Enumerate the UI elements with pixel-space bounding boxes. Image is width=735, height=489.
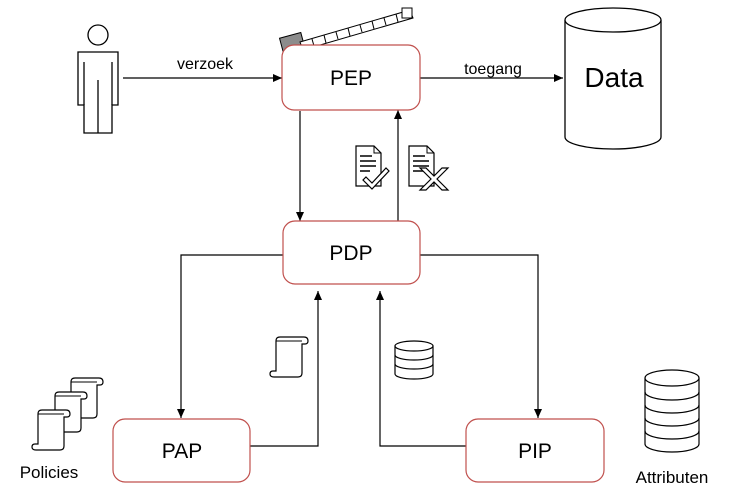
pap-to-pdp-arrow (250, 291, 322, 447)
pdp-box: PDP (282, 220, 421, 285)
user-icon (77, 24, 119, 134)
data-store: Data (564, 7, 662, 150)
policies-caption: Policies (20, 463, 79, 482)
policy-scroll-icon (269, 336, 309, 378)
pip-box: PIP (465, 418, 605, 483)
attribute-store-icon (394, 340, 434, 380)
attributes-database-icon (644, 369, 700, 453)
request-label: verzoek (177, 56, 234, 73)
deny-document-icon (408, 145, 450, 191)
pep-label: PEP (330, 67, 372, 90)
permit-document-icon (355, 145, 390, 190)
pdp-to-pip-arrow (420, 254, 542, 418)
attributes-caption: Attributen (636, 468, 709, 487)
connectors (123, 74, 563, 447)
access-label: toegang (464, 61, 522, 78)
pdp-label: PDP (329, 242, 372, 265)
data-label: Data (584, 62, 644, 93)
pip-to-pdp-arrow (376, 291, 466, 447)
pap-label: PAP (162, 440, 202, 463)
pdp-to-pap-arrow (177, 254, 283, 418)
pip-label: PIP (518, 440, 552, 463)
pep-box: PEP (281, 44, 421, 111)
pap-box: PAP (112, 418, 251, 483)
policies-stack-icon (31, 377, 104, 451)
